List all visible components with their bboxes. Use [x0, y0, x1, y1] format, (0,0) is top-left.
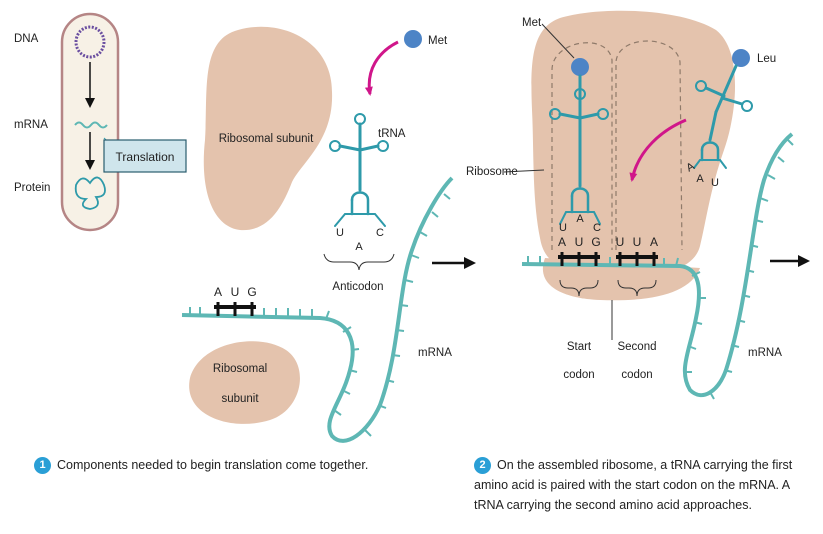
small-ribosomal-subunit: [189, 341, 300, 424]
anticodon-brace: [324, 254, 394, 270]
caption-2-badge: 2: [474, 457, 491, 474]
dna-label: DNA: [14, 33, 39, 45]
second-codon-label-line2: codon: [621, 369, 652, 381]
leu-label: Leu: [757, 53, 776, 65]
small-subunit-label-line1: Ribosomal: [213, 363, 267, 375]
cell-overview: [62, 14, 118, 230]
start-codon-letter-3: G: [591, 235, 600, 249]
mrna-label-2: mRNA: [748, 347, 782, 359]
caption-2-text: On the assembled ribosome, a tRNA carryi…: [474, 458, 792, 512]
large-ribosomal-subunit: [204, 27, 332, 230]
met-label-2: Met: [522, 17, 542, 29]
met-amino-acid-2: [571, 58, 589, 76]
second-codon-letter-1: U: [616, 235, 625, 249]
met-amino-acid: [404, 30, 422, 48]
large-subunit-label: Ribosomal subunit: [219, 133, 314, 145]
caption-1: 1 Components needed to begin translation …: [34, 455, 434, 475]
mrna-label-1: mRNA: [418, 347, 452, 359]
anticodon-letter-1: U: [336, 227, 344, 239]
small-subunit-label-line2: subunit: [221, 393, 259, 405]
second-codon-letter-3: A: [650, 235, 658, 249]
protein-label: Protein: [14, 182, 50, 194]
met-anticodon-2: A: [576, 213, 584, 225]
codon-letter-3: G: [247, 285, 256, 299]
cell-outline: [62, 14, 118, 230]
leu-anticodon-2: A: [696, 173, 704, 185]
start-codon-letter-2: U: [575, 235, 584, 249]
met-anticodon-3: C: [593, 222, 601, 234]
codon-letter-1: A: [214, 285, 222, 299]
trna-label: tRNA: [378, 128, 406, 140]
met-anticodon-1: U: [559, 222, 567, 234]
caption-1-badge: 1: [34, 457, 51, 474]
caption-1-text: Components needed to begin translation c…: [57, 458, 368, 472]
start-codon-letter-1: A: [558, 235, 566, 249]
start-codon-label-line2: codon: [563, 369, 594, 381]
anticodon-letter-3: C: [376, 227, 384, 239]
mrna-label-cell: mRNA: [14, 119, 48, 131]
leu-amino-acid: [732, 49, 750, 67]
anticodon-letter-2: A: [355, 241, 363, 253]
second-codon-letter-2: U: [633, 235, 642, 249]
codon-letter-2: U: [231, 285, 240, 299]
anticodon-label: Anticodon: [332, 281, 383, 293]
translation-label: Translation: [116, 150, 175, 164]
start-codon-label-line1: Start: [567, 341, 592, 353]
met-arrow: [369, 42, 398, 94]
met-label-1: Met: [428, 35, 448, 47]
leu-anticodon-3: U: [711, 177, 719, 189]
second-codon-label-line1: Second: [617, 341, 656, 353]
